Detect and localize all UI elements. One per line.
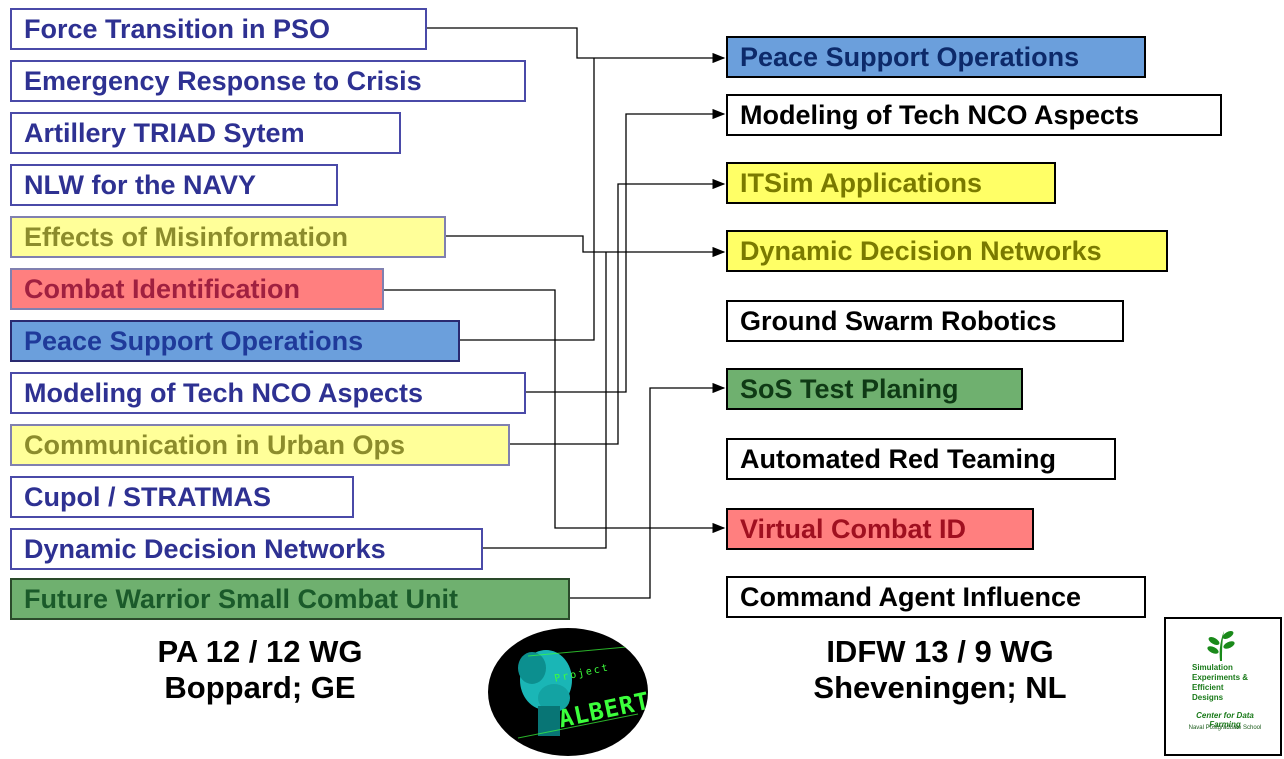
connector-future-warrior bbox=[570, 382, 726, 599]
connector-misinformation bbox=[446, 235, 726, 258]
albert-einstein-logo-icon bbox=[517, 645, 639, 739]
left-topic-misinformation: Effects of Misinformation bbox=[10, 216, 446, 258]
project-albert-logo: Project ALBERT bbox=[488, 628, 648, 756]
left-topic-emergency-response: Emergency Response to Crisis bbox=[10, 60, 526, 102]
left-topic-urban-ops: Communication in Urban Ops bbox=[10, 424, 510, 466]
right-caption-line2: Sheveningen; NL bbox=[813, 670, 1067, 705]
left-topic-tech-nco: Modeling of Tech NCO Aspects bbox=[10, 372, 526, 414]
seed-line-designs: Designs bbox=[1192, 693, 1224, 702]
seed-line-simulation: Simulation bbox=[1192, 663, 1233, 672]
seed-school-text: Naval Postgraduate School bbox=[1188, 725, 1262, 731]
left-topic-peace-support: Peace Support Operations bbox=[10, 320, 460, 362]
right-topic-sos-test: SoS Test Planing bbox=[726, 368, 1023, 410]
left-caption-line2: Boppard; GE bbox=[164, 670, 356, 705]
right-topic-command-agent: Command Agent Influence bbox=[726, 576, 1146, 618]
seed-lines: Simulation Experiments & Efficient Desig… bbox=[1192, 663, 1262, 703]
left-topic-future-warrior: Future Warrior Small Combat Unit bbox=[10, 578, 570, 620]
seed-line-efficient: Efficient bbox=[1192, 683, 1224, 692]
left-topic-artillery-triad: Artillery TRIAD Sytem bbox=[10, 112, 401, 154]
right-topic-ground-swarm: Ground Swarm Robotics bbox=[726, 300, 1124, 342]
plant-sprout-icon bbox=[1207, 631, 1235, 661]
right-topic-dynamic-decision: Dynamic Decision Networks bbox=[726, 230, 1168, 272]
left-topic-dynamic-decision: Dynamic Decision Networks bbox=[10, 528, 483, 570]
right-topic-virtual-combat-id: Virtual Combat ID bbox=[726, 508, 1034, 550]
seed-center-logo: Simulation Experiments & Efficient Desig… bbox=[1164, 617, 1282, 756]
left-topic-nlw-navy: NLW for the NAVY bbox=[10, 164, 338, 206]
left-caption: PA 12 / 12 WG Boppard; GE bbox=[120, 634, 400, 706]
right-topic-tech-nco: Modeling of Tech NCO Aspects bbox=[726, 94, 1222, 136]
left-topic-combat-identification: Combat Identification bbox=[10, 268, 384, 310]
connector-tech-nco bbox=[526, 108, 726, 393]
connector-ddn bbox=[483, 252, 607, 549]
left-topic-force-transition: Force Transition in PSO bbox=[10, 8, 427, 50]
seed-line-experiments: Experiments & bbox=[1192, 673, 1249, 682]
left-topic-cupol-stratmas: Cupol / STRATMAS bbox=[10, 476, 354, 518]
seed-center-text: Center for Data Farming bbox=[1196, 711, 1254, 729]
connector-combat-id bbox=[384, 289, 726, 534]
right-topic-red-teaming: Automated Red Teaming bbox=[726, 438, 1116, 480]
connector-force-transition bbox=[426, 27, 726, 64]
connector-peace-support bbox=[460, 58, 595, 341]
right-topic-itsim: ITSim Applications bbox=[726, 162, 1056, 204]
left-caption-line1: PA 12 / 12 WG bbox=[157, 634, 363, 669]
right-topic-peace-support: Peace Support Operations bbox=[726, 36, 1146, 78]
connector-urban-ops bbox=[510, 178, 726, 445]
right-caption-line1: IDFW 13 / 9 WG bbox=[826, 634, 1054, 669]
right-caption: IDFW 13 / 9 WG Sheveningen; NL bbox=[780, 634, 1100, 706]
